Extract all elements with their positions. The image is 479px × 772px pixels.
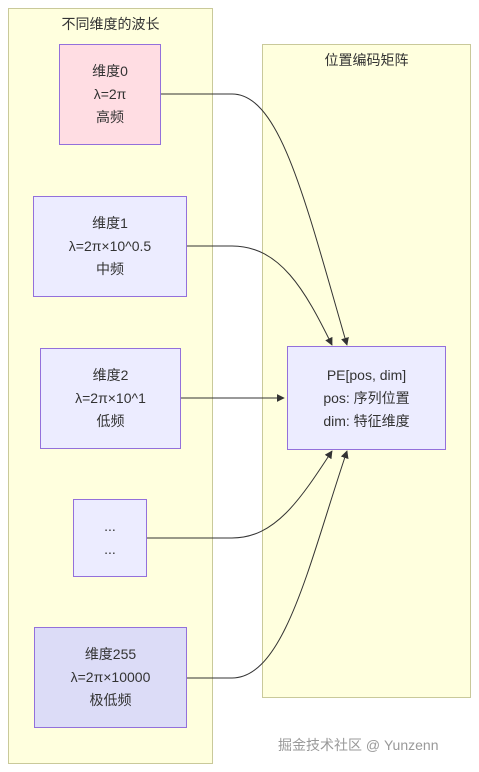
node-dim1-frequency: 中频 xyxy=(96,261,124,277)
node-dim1-label: 维度1 xyxy=(92,215,128,231)
node-dim0-wavelength: λ=2π xyxy=(93,86,127,102)
node-dim0-frequency: 高频 xyxy=(96,109,124,125)
node-dots-line1: ... xyxy=(104,518,116,534)
node-dim0: 维度0 λ=2π 高频 xyxy=(59,44,161,145)
node-dim2: 维度2 λ=2π×10^1 低频 xyxy=(40,348,181,449)
node-pe-formula: PE[pos, dim] xyxy=(326,366,407,383)
node-dim255-wavelength: λ=2π×10000 xyxy=(70,669,151,685)
node-pe-pos: pos: 序列位置 xyxy=(323,389,410,406)
pe-matrix-group-title: 位置编码矩阵 xyxy=(324,52,409,68)
node-dim255-label: 维度255 xyxy=(84,646,137,662)
node-pe-dim: dim: 特征维度 xyxy=(323,412,410,429)
node-dots-line2: ... xyxy=(104,541,116,557)
node-dim2-wavelength: λ=2π×10^1 xyxy=(75,390,146,406)
node-pe-matrix: PE[pos, dim] pos: 序列位置 dim: 特征维度 xyxy=(287,346,446,450)
node-dim0-label: 维度0 xyxy=(92,63,128,79)
node-dim2-label: 维度2 xyxy=(92,367,129,383)
node-dim1: 维度1 λ=2π×10^0.5 中频 xyxy=(33,196,187,297)
node-dim255: 维度255 λ=2π×10000 极低频 xyxy=(34,627,187,728)
node-dim255-frequency: 极低频 xyxy=(89,692,132,708)
node-dim1-wavelength: λ=2π×10^0.5 xyxy=(68,238,152,254)
wavelength-group-title: 不同维度的波长 xyxy=(61,16,160,32)
node-dim2-frequency: 低频 xyxy=(96,413,125,429)
node-dots: ... ... xyxy=(73,499,147,577)
watermark: 掘金技术社区 @ Yunzenn xyxy=(278,737,439,753)
